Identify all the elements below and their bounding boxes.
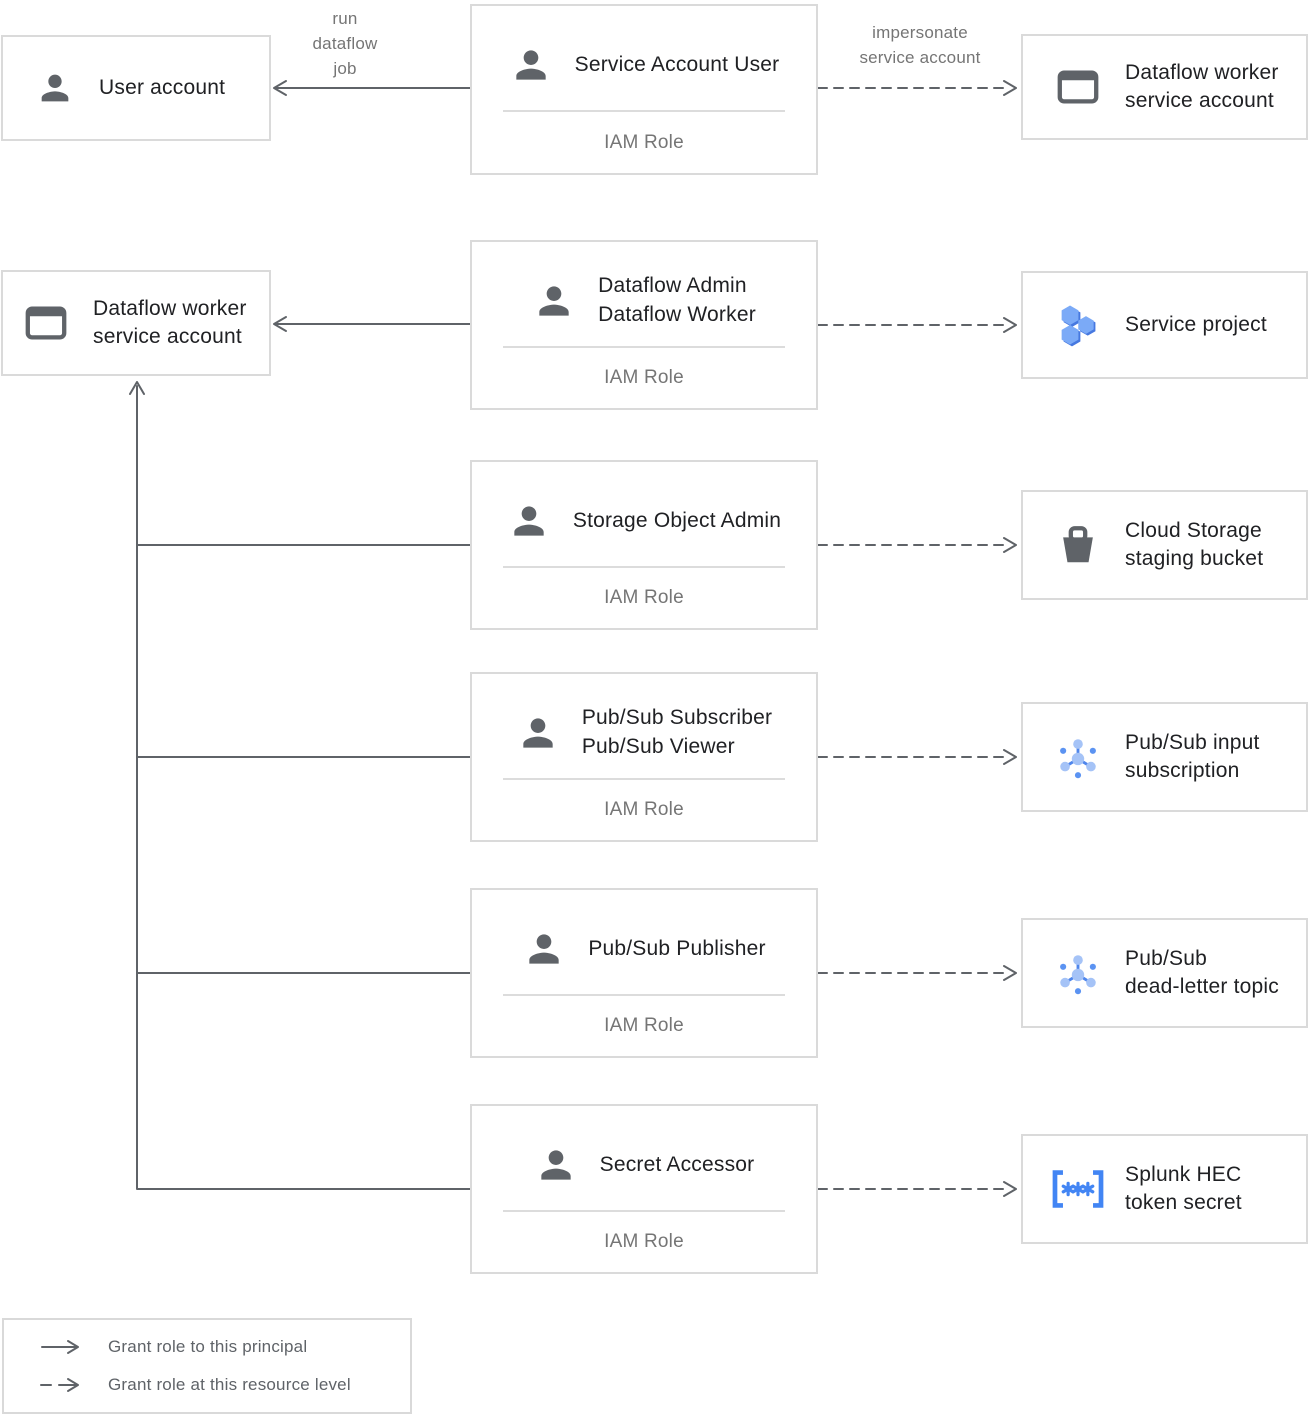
legend-row-solid: Grant role to this principal [40,1337,410,1357]
pubsub-icon [1060,739,1096,779]
dashed-arrow-icon [40,1377,79,1392]
resource-dataflow-worker-sa: Dataflow worker service account [1021,34,1308,140]
pubsub-icon [1060,955,1096,995]
resource-label: Pub/Sub dead-letter topic [1125,947,1279,998]
divider [503,346,785,348]
iam-role-label: IAM Role [604,799,684,820]
edge-label-run-dataflow-job: run dataflow job [312,9,378,78]
role-title: Service Account User [574,52,780,76]
dataflow-worker-sa-label: Dataflow worker service account [93,297,247,348]
iam-role-label: IAM Role [604,367,684,388]
user-account-box: User account [1,35,271,141]
iam-role-label: IAM Role [604,1015,684,1036]
role-card-secret-accessor: Secret Accessor IAM Role [470,1104,818,1274]
solid-arrow-to-worker-sa [273,316,471,332]
edge-label-impersonate: impersonate service account [859,23,981,67]
divider [503,1210,785,1212]
resource-label: Dataflow worker service account [1125,61,1279,112]
dashed-lines [817,87,1009,1190]
person-icon [539,286,569,316]
iam-role-label: IAM Role [604,1231,684,1252]
service-account-card-icon [25,306,67,340]
role-card-pubsub-subscriber-viewer: Pub/Sub Subscriber Pub/Sub Viewer IAM Ro… [470,672,818,842]
divider [503,778,785,780]
resource-service-project: Service project [1021,271,1308,379]
resource-splunk-hec-token-secret: Splunk HEC token secret [1021,1134,1308,1244]
service-account-card-icon [1057,70,1099,104]
legend-label: Grant role to this principal [108,1337,308,1357]
person-icon [523,718,553,748]
legend-label: Grant role at this resource level [108,1374,351,1394]
dashed-arrowheads [1003,80,1017,1197]
role-title: Pub/Sub Publisher [588,936,766,960]
person-icon [529,934,559,964]
storage-bucket-icon [1063,526,1093,563]
person-icon [515,50,546,80]
role-title: Secret Accessor [599,1152,755,1176]
solid-trunk-arrow [129,381,471,1190]
legend-row-dashed: Grant role at this resource level [40,1375,410,1395]
person-icon [540,1150,571,1180]
iam-role-label: IAM Role [604,587,684,608]
person-icon [514,506,544,536]
resource-storage-bucket: Cloud Storage staging bucket [1021,490,1308,600]
role-card-pubsub-publisher: Pub/Sub Publisher IAM Role [470,888,818,1058]
resource-label: Service project [1125,313,1267,337]
role-title: Pub/Sub Subscriber Pub/Sub Viewer [581,706,773,758]
user-account-label: User account [99,76,226,100]
solid-arrow-run-dataflow-job [273,80,471,96]
resource-label: Splunk HEC token secret [1125,1163,1242,1214]
role-title: Storage Object Admin [572,508,782,532]
secret-brackets-icon [1052,1170,1104,1208]
resource-label: Pub/Sub input subscription [1125,731,1260,782]
person-icon [41,74,69,102]
solid-arrow-icon [41,1340,79,1355]
divider [503,994,785,996]
divider [503,566,785,568]
project-hexagons-icon [1061,305,1096,347]
resource-pubsub-dead-letter-topic: Pub/Sub dead-letter topic [1021,918,1308,1028]
role-title: Dataflow Admin Dataflow Worker [598,274,756,326]
dataflow-worker-sa-box: Dataflow worker service account [1,270,271,376]
role-card-dataflow-admin-worker: Dataflow Admin Dataflow Worker IAM Role [470,240,818,410]
resource-label: Cloud Storage staging bucket [1125,519,1264,570]
role-card-storage-object-admin: Storage Object Admin IAM Role [470,460,818,630]
legend-box: Grant role to this principal Grant role … [2,1318,412,1414]
resource-pubsub-input-subscription: Pub/Sub input subscription [1021,702,1308,812]
iam-role-label: IAM Role [604,131,684,153]
role-card-service-account-user: Service Account User IAM Role [470,4,818,175]
divider [503,110,785,112]
